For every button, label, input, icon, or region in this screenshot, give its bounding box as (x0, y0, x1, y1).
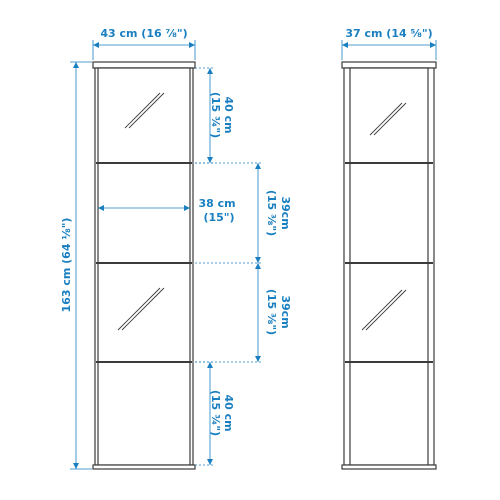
inner-width-label-line2: (15") (203, 211, 234, 224)
side-frame-inner (349, 67, 429, 466)
front-height-dimension (70, 61, 92, 470)
compartment-3-label-line1: 39cm (279, 295, 292, 328)
side-lower-glass-reflection (361, 289, 407, 331)
side-upper-glass-reflection (369, 102, 407, 136)
side-view (341, 61, 437, 470)
front-view (92, 61, 196, 470)
compartment-4-label-line2: (15 ¾") (209, 390, 222, 436)
compartment-3-dimension (195, 263, 262, 363)
front-width-dimension (92, 40, 196, 60)
compartment-2-label-line1: 39cm (279, 196, 292, 229)
front-width-label: 43 cm (16 ⅞") (100, 27, 187, 40)
front-lower-glass-reflection (117, 287, 165, 331)
front-top-cap (92, 61, 196, 69)
side-depth-dimension (341, 40, 437, 60)
compartment-2-label-line2: (15 ⅜") (265, 190, 278, 236)
front-upper-glass-reflection (124, 92, 165, 129)
front-frame-inner (97, 67, 191, 466)
front-base (92, 464, 196, 470)
compartment-3-label-line2: (15 ⅜") (265, 289, 278, 335)
compartment-4-label-line1: 40 cm (222, 394, 235, 431)
side-base (341, 464, 437, 470)
inner-width-label-line1: 38 cm (198, 197, 235, 210)
compartment-1-label-line1: 40 cm (222, 96, 235, 133)
side-top-cap (341, 61, 437, 69)
side-depth-label: 37 cm (14 ⅝") (345, 27, 432, 40)
compartment-4-dimension (195, 361, 214, 466)
front-height-label: 163 cm (64 ⅛") (60, 218, 73, 313)
inner-width-dimension (98, 205, 190, 211)
compartment-1-label-line2: (15 ¾") (209, 92, 222, 138)
compartment-2-dimension (195, 162, 262, 264)
